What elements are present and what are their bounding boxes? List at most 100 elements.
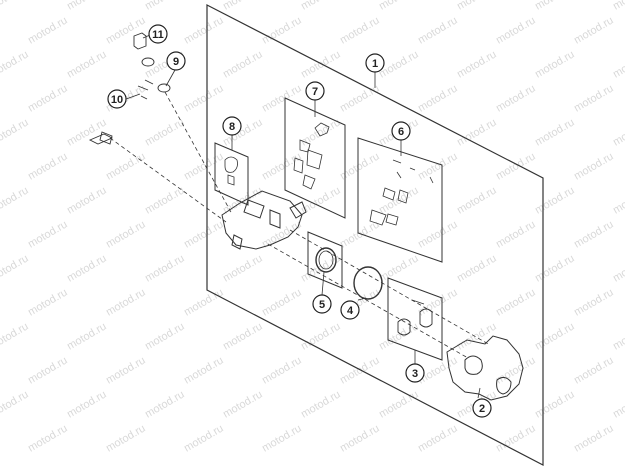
callout-9-label: 9: [173, 56, 179, 68]
watermark-text: motod.ru: [455, 252, 499, 284]
watermark-text: motod.ru: [416, 150, 460, 182]
watermark-text: motod.ru: [221, 252, 265, 284]
watermark-text: motod.ru: [494, 354, 538, 386]
callout-2: 2: [472, 398, 492, 418]
piston-parts: [397, 299, 433, 336]
washer-a: [141, 57, 155, 67]
watermark-text: motod.ru: [221, 320, 265, 352]
watermark-text: motod.ru: [533, 320, 577, 352]
watermark-text: motod.ru: [377, 0, 421, 13]
callout-5: 5: [312, 294, 332, 314]
watermark-text: motod.ru: [260, 286, 304, 318]
watermark-text: motod.ru: [455, 48, 499, 80]
watermark-text: motod.ru: [260, 422, 304, 454]
callout-5-label: 5: [319, 299, 325, 311]
watermark-text: motod.ru: [338, 354, 382, 386]
callout-7: 7: [305, 81, 325, 101]
watermark-text: motod.ru: [182, 422, 226, 454]
assembly-line-b: [109, 137, 227, 223]
watermark-text: motod.ru: [104, 218, 148, 250]
subkit-6: [357, 137, 443, 263]
watermark-text: motod.ru: [260, 354, 304, 386]
watermark-text: motod.ru: [0, 116, 31, 148]
watermark-text: motod.ru: [611, 252, 625, 284]
callout-9: 9: [166, 51, 186, 71]
watermark-text: motod.ru: [377, 388, 421, 420]
watermark-text: motod.ru: [143, 116, 187, 148]
subkit-7-panel: [284, 97, 346, 219]
watermark-text: motod.ru: [104, 150, 148, 182]
watermark-text: motod.ru: [182, 354, 226, 386]
watermark-text: motod.ru: [572, 354, 616, 386]
watermark-text: motod.ru: [377, 320, 421, 352]
watermark-text: motod.ru: [0, 252, 31, 284]
assembly-line-d: [289, 229, 491, 346]
callout-10-label: 10: [111, 94, 123, 106]
leader-4: [357, 297, 367, 301]
watermark-text: motod.ru: [494, 82, 538, 114]
callout-11: 11: [148, 24, 168, 44]
watermark-text: motod.ru: [572, 14, 616, 46]
subkit-8: [214, 142, 249, 206]
watermark-text: motod.ru: [377, 252, 421, 284]
callout-6: 6: [391, 121, 411, 141]
clip-part: [224, 156, 238, 186]
callout-11-label: 11: [152, 29, 164, 41]
callout-4: 4: [340, 300, 360, 320]
watermark-text: motod.ru: [182, 150, 226, 182]
watermark-text: motod.ru: [143, 388, 187, 420]
watermark-text: motod.ru: [260, 150, 304, 182]
leader-9: [165, 69, 176, 87]
watermark-text: motod.ru: [533, 48, 577, 80]
watermark-text: motod.ru: [572, 82, 616, 114]
watermark-text: motod.ru: [611, 0, 625, 13]
subkit-3: [387, 277, 443, 361]
watermark-text: motod.ru: [26, 422, 70, 454]
dust-seal: [315, 247, 337, 273]
watermark-text: motod.ru: [143, 184, 187, 216]
watermark-text: motod.ru: [338, 218, 382, 250]
watermark-text: motod.ru: [182, 14, 226, 46]
watermark-text: motod.ru: [572, 218, 616, 250]
watermark-text: motod.ru: [0, 48, 31, 80]
watermark-text: motod.ru: [0, 0, 31, 13]
watermark-text: motod.ru: [611, 116, 625, 148]
pin-part: [88, 131, 114, 145]
watermark-text: motod.ru: [26, 82, 70, 114]
watermark-text: motod.ru: [416, 82, 460, 114]
watermark-text: motod.ru: [533, 184, 577, 216]
watermark-text: motod.ru: [143, 320, 187, 352]
watermark-text: motod.ru: [0, 184, 31, 216]
watermark-text: motod.ru: [143, 252, 187, 284]
callout-4-label: 4: [347, 305, 354, 317]
washer-b: [157, 83, 171, 93]
pad-spring-part: [293, 122, 330, 190]
callout-1: 1: [365, 53, 385, 73]
watermark-text: motod.ru: [26, 354, 70, 386]
callout-8-label: 8: [229, 121, 235, 133]
callout-6-label: 6: [398, 126, 404, 138]
watermark-text: motod.ru: [221, 0, 265, 13]
callout-7-label: 7: [312, 86, 318, 98]
watermark-text: motod.ru: [65, 252, 109, 284]
watermark-text: motod.ru: [416, 14, 460, 46]
watermark-text: motod.ru: [611, 388, 625, 420]
watermark-text: motod.ru: [494, 218, 538, 250]
bleed-screw: [137, 79, 154, 100]
subkit-7: [284, 97, 346, 219]
watermark-text: motod.ru: [533, 116, 577, 148]
watermark-text: motod.ru: [182, 286, 226, 318]
watermark-text: motod.ru: [65, 0, 109, 13]
watermark-text: motod.ru: [0, 320, 31, 352]
watermark-text: motod.ru: [533, 252, 577, 284]
watermark-text: motod.ru: [26, 14, 70, 46]
watermark-text: motod.ru: [65, 320, 109, 352]
callout-1-label: 1: [372, 58, 378, 70]
watermark-text: motod.ru: [572, 422, 616, 454]
watermark-text: motod.ru: [299, 320, 343, 352]
bleed-parts: [88, 32, 171, 145]
watermark-text: motod.ru: [338, 422, 382, 454]
subkit-5: [307, 231, 343, 289]
